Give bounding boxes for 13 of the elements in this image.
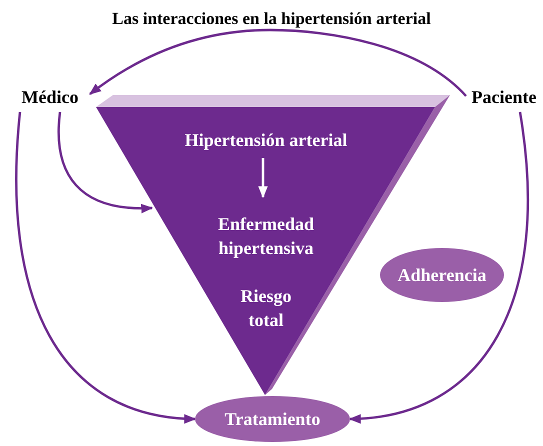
arrow	[89, 28, 467, 97]
concept-label: Riesgo total	[240, 285, 292, 332]
arrow	[15, 112, 196, 423]
arrow	[258, 158, 268, 198]
actor-label: Médico	[22, 86, 78, 109]
ellipse-node: Adherencia	[380, 248, 504, 302]
concept-label: Hipertensión arterial	[184, 129, 348, 152]
actor-label: Paciente	[472, 86, 536, 109]
arrow	[348, 112, 530, 423]
diagram-title: Las interacciones en la hipertensión arterial	[112, 9, 431, 29]
arrow	[58, 112, 154, 213]
ellipse-node: Tratamiento	[195, 396, 350, 442]
concept-label: Enfermedad hipertensiva	[217, 213, 315, 260]
